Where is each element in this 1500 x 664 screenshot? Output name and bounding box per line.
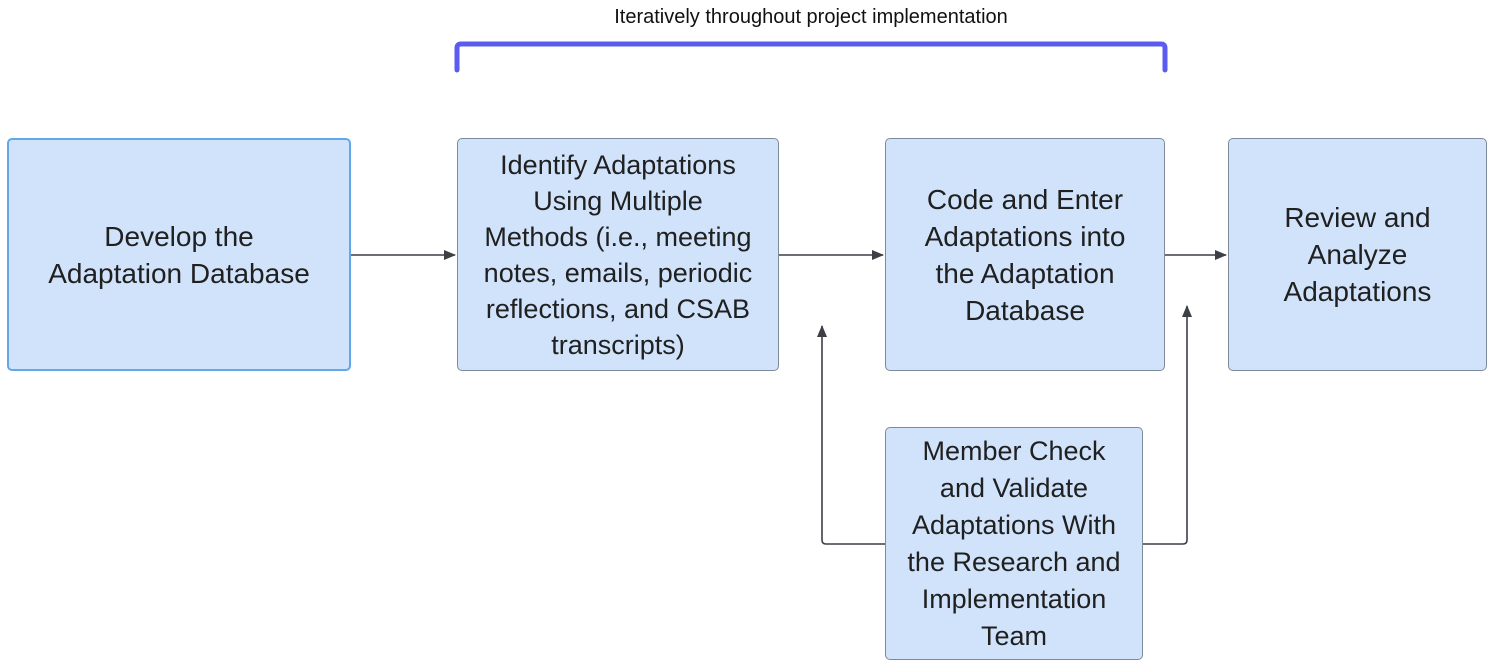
text-line: notes, emails, periodic [483,257,753,288]
arrow-member-to-identify-code-link [817,325,885,545]
text-line: the Adaptation [935,257,1115,289]
arrow-member-to-code-review-link [1143,305,1192,545]
iteration-bracket [454,41,1168,73]
text-line: Using Multiple [533,185,703,216]
iteration-bracket-label: Iteratively throughout project implement… [614,6,1008,28]
text-line: Adaptations [1283,276,1432,307]
text-line: Member Check [922,435,1106,466]
text-line: transcripts) [551,329,685,360]
text-line: Adaptation Database [48,257,310,289]
text-line: Identify Adaptations [500,149,736,180]
text-line: reflections, and CSAB [485,293,751,324]
text-line: the Research and [907,546,1121,577]
text-line: Adaptations With [911,509,1117,540]
text-line: Database [965,294,1085,326]
text-line: Review and [1284,202,1431,233]
text-line: and Validate [939,472,1089,503]
text-line: Team [980,620,1047,651]
text-line: Implementation [921,583,1107,614]
text-line: Develop the [104,220,254,252]
text-line: Code and Enter [926,183,1124,215]
text-line: Adaptations into [924,220,1126,252]
text-line: Methods (i.e., meeting [484,221,752,252]
text-line: Analyze [1307,239,1408,270]
